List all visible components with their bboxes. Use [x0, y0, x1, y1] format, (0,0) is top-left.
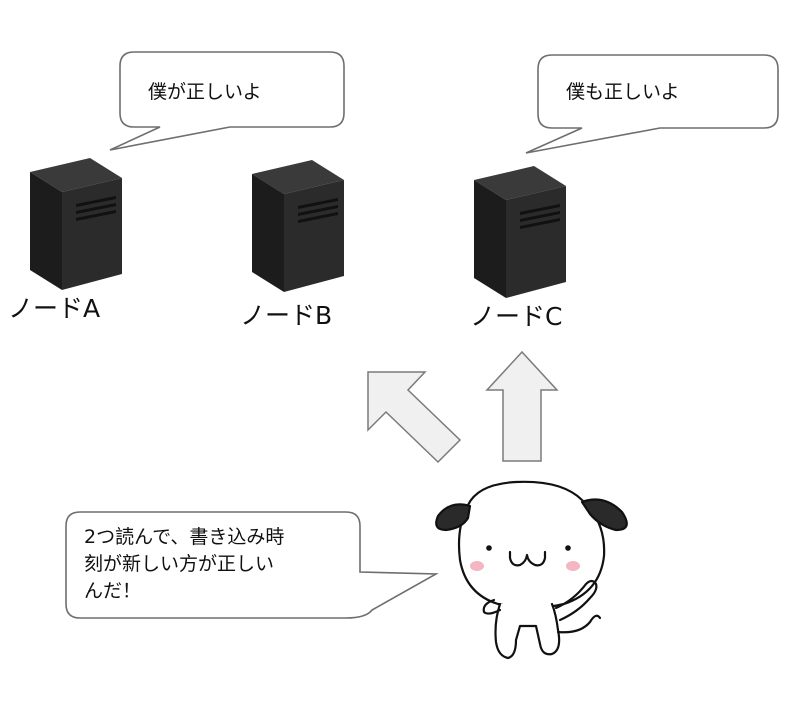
server-tower-icon	[30, 158, 122, 290]
node-label-c: ノードC	[470, 302, 563, 331]
node-label-a: ノードA	[8, 294, 101, 323]
server-tower-icon	[252, 160, 344, 292]
node-label-b: ノードB	[240, 301, 333, 330]
dog-bubble-text: 2つ読んで、書き込み時 刻が新しい方が正しい んだ！	[84, 526, 285, 602]
speech-bubble-node-c	[525, 54, 779, 154]
speech-bubble-node-a	[109, 51, 345, 151]
dog-character-icon	[435, 480, 628, 660]
outline-arrow-icon	[485, 350, 559, 462]
server-tower-icon	[474, 166, 566, 298]
outline-arrow-icon	[367, 371, 462, 464]
node-a-bubble-text: 僕が正しいよ	[148, 81, 262, 103]
node-c-bubble-text: 僕も正しいよ	[566, 81, 680, 103]
speech-bubble-dog	[65, 511, 439, 619]
